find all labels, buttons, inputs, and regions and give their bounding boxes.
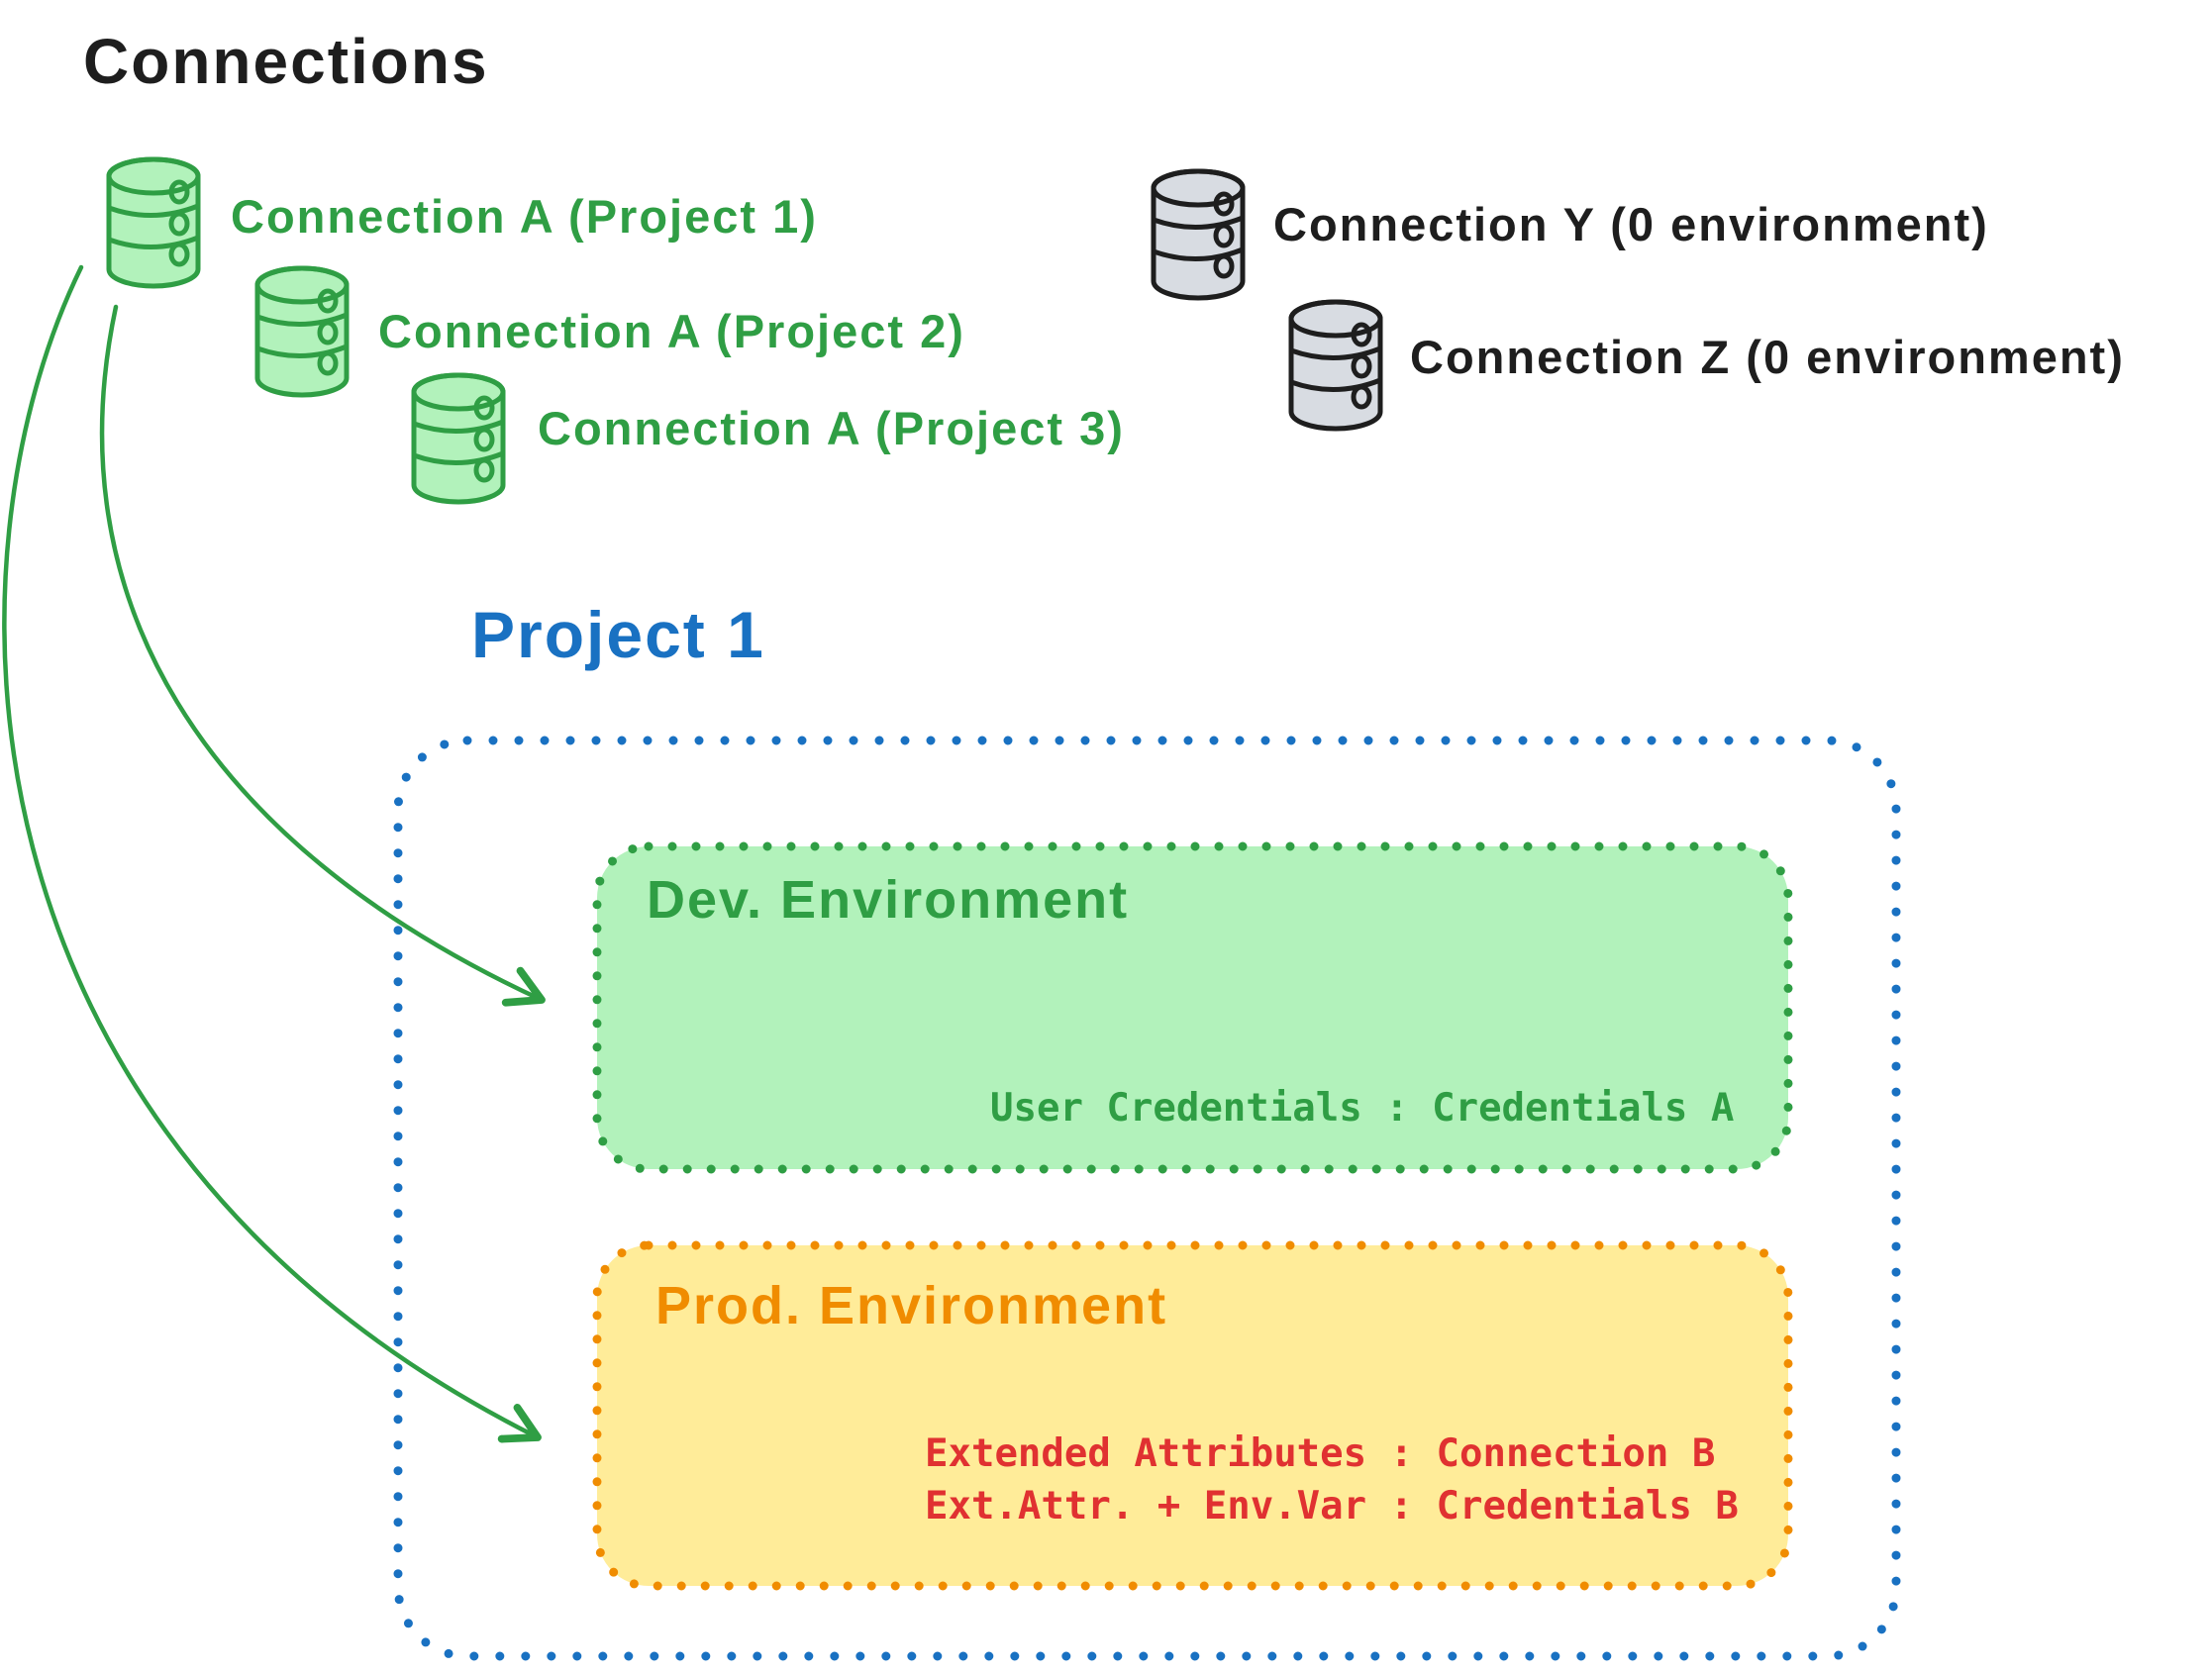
- page-title: Connections: [83, 26, 489, 97]
- database-icon: [257, 268, 347, 395]
- connection-a-project-1-label: Connection A (Project 1): [231, 190, 818, 243]
- prod-credential-line-1: Extended Attributes : Connection B: [925, 1431, 1716, 1476]
- database-icon: [414, 375, 503, 502]
- connection-a-project-3-label: Connection A (Project 3): [538, 402, 1125, 454]
- arrow-connection-a-to-dev: [99, 304, 546, 1007]
- connection-y-label: Connection Y (0 environment): [1273, 198, 1989, 250]
- database-icon: [1291, 302, 1380, 429]
- prod-environment-title: Prod. Environment: [655, 1276, 1168, 1335]
- connection-z-label: Connection Z (0 environment): [1410, 331, 2125, 383]
- dev-environment-title: Dev. Environment: [647, 870, 1130, 930]
- dev-environment-box: [592, 841, 1793, 1174]
- prod-environment-credentials: Extended Attributes : Connection B Ext.A…: [925, 1428, 1739, 1532]
- project-1-container-box: [393, 736, 1901, 1661]
- database-icon: [1154, 171, 1243, 298]
- arrow-connection-a-to-prod: [2, 264, 542, 1443]
- connection-a-project-2-label: Connection A (Project 2): [378, 305, 965, 357]
- database-icon: [109, 159, 198, 286]
- prod-environment-box: [592, 1240, 1793, 1591]
- prod-credential-line-2: Ext.Attr. + Env.Var : Credentials B: [925, 1484, 1739, 1528]
- project-1-title: Project 1: [471, 598, 765, 671]
- dev-environment-credentials: User Credentials : Credentials A: [990, 1086, 1735, 1131]
